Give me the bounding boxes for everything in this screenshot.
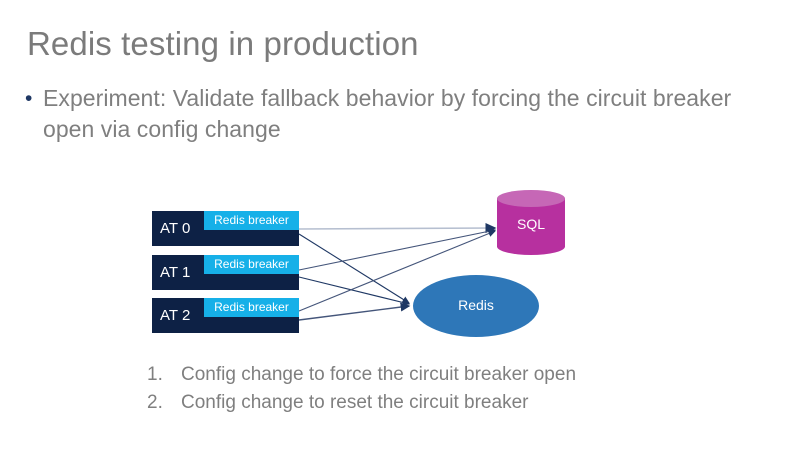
bullet-text: Experiment: Validate fallback behavior b… bbox=[43, 85, 732, 142]
step-number: 2. bbox=[147, 392, 163, 413]
arrow-at2-to-redis bbox=[298, 302, 411, 321]
steps-list: 1. Config change to force the circuit br… bbox=[147, 362, 747, 418]
redis-breaker-badge[interactable]: Redis breaker bbox=[204, 211, 299, 230]
at-node-label: AT 1 bbox=[160, 264, 191, 281]
at-node-2[interactable]: AT 2 Redis breaker bbox=[152, 298, 299, 333]
arrow-at0-to-sql bbox=[298, 222, 497, 234]
arrow-at1-to-redis bbox=[298, 276, 411, 306]
redis-cache-node[interactable]: Redis bbox=[413, 275, 539, 337]
redis-breaker-badge[interactable]: Redis breaker bbox=[204, 255, 299, 274]
at-node-0[interactable]: AT 0 Redis breaker bbox=[152, 211, 299, 246]
cylinder-top-icon bbox=[497, 190, 565, 207]
redis-node-label: Redis bbox=[458, 297, 494, 313]
bullet-dot-icon: • bbox=[25, 87, 33, 110]
at-node-label: AT 0 bbox=[160, 220, 191, 237]
list-item: 2. Config change to reset the circuit br… bbox=[147, 390, 747, 416]
bullet-list: • Experiment: Validate fallback behavior… bbox=[25, 83, 780, 145]
sql-node-label: SQL bbox=[516, 216, 545, 232]
list-item: • Experiment: Validate fallback behavior… bbox=[25, 83, 780, 145]
arrow-at1-to-sql bbox=[298, 227, 497, 271]
redis-breaker-badge[interactable]: Redis breaker bbox=[204, 298, 299, 317]
at-node-label: AT 2 bbox=[160, 307, 191, 324]
step-text: Config change to reset the circuit break… bbox=[181, 392, 529, 413]
sql-database-node[interactable]: SQL bbox=[497, 190, 565, 255]
arrow-at0-to-redis bbox=[298, 233, 410, 304]
arrow-at2-to-sql bbox=[298, 230, 497, 312]
list-item: 1. Config change to force the circuit br… bbox=[147, 362, 747, 388]
step-number: 1. bbox=[147, 364, 163, 385]
at-node-1[interactable]: AT 1 Redis breaker bbox=[152, 255, 299, 290]
step-text: Config change to force the circuit break… bbox=[181, 364, 577, 385]
page-title: Redis testing in production bbox=[27, 25, 419, 62]
